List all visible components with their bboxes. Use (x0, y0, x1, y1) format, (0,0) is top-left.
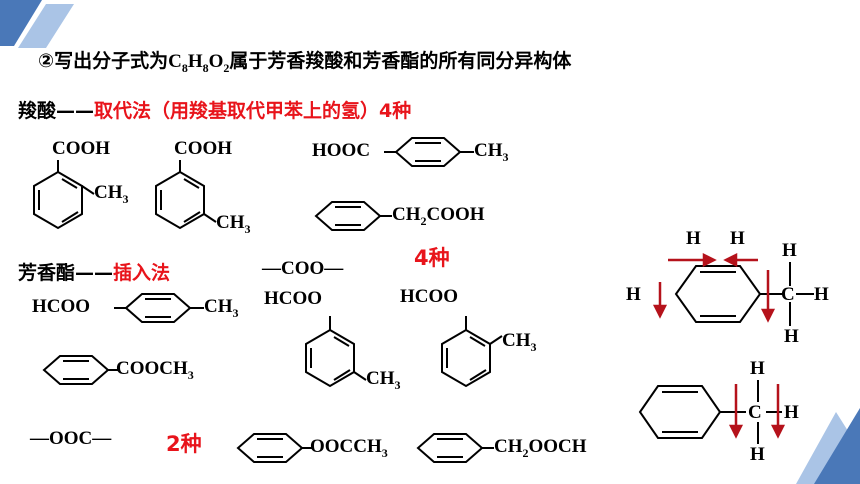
ester6-ch2ooch: CH2OOCH (494, 436, 587, 460)
acid2-ch3: CH3 (216, 212, 251, 236)
ester1-hcoo: HCOO (32, 296, 91, 317)
deco-bottom-right-dark (814, 408, 860, 484)
ring-ester-phenyl-acetate (236, 433, 312, 463)
ring-acid-meta (155, 160, 217, 230)
toluene-h-meta-left: H (686, 228, 701, 249)
arrow-methyl-down-right (770, 384, 786, 439)
arrow-meta-left (668, 252, 717, 268)
ester3-ch3: CH3 (502, 330, 537, 354)
insert-group-ooc: —OOC— (30, 428, 112, 449)
acid3-ch3: CH3 (474, 140, 509, 164)
toluene-h-methyl-bottom: H (784, 326, 799, 347)
ester-section-heading: 芳香酯——插入法 (18, 262, 171, 284)
toluene-h-meta-right: H (730, 228, 745, 249)
toluene2-h-right: H (784, 402, 799, 423)
ring-acid-phenylacetic (314, 201, 392, 231)
acid1-ch3: CH3 (94, 182, 129, 206)
acid1-cooh: COOH (52, 138, 111, 159)
acid4-ch2cooh: CH2COOH (392, 204, 485, 228)
ring-toluene-top (674, 262, 814, 326)
question-heading: ②写出分子式为C8H8O2属于芳香羧酸和芳香酯的所有同分异构体 (38, 50, 572, 75)
ester5-ooccH3: OOCCH3 (310, 436, 388, 460)
ring-ester-meta (305, 316, 367, 388)
toluene-h-methyl-top: H (782, 240, 797, 261)
ring-ester-benzyl-formate (416, 433, 494, 463)
ring-acid-ortho (33, 160, 95, 230)
toluene2-c: C (748, 402, 762, 423)
deco-top-left-dark (0, 0, 42, 46)
arrow-meta-right (723, 252, 758, 268)
ring-ester-benzoate (42, 355, 118, 385)
acid2-cooh: COOH (174, 138, 233, 159)
acid3-hooc: HOOC (312, 140, 371, 161)
ester4-cooch3: COOCH3 (116, 358, 194, 382)
toluene-h-methyl-right: H (814, 284, 829, 305)
ester-count: 2种 (166, 432, 202, 456)
ring-acid-para (384, 137, 474, 167)
acid-count: 4种 (414, 246, 450, 270)
ring-toluene-bottom (638, 380, 782, 444)
toluene2-h-bottom: H (750, 444, 765, 465)
ring-ester-ortho (441, 316, 503, 388)
deco-top-left-light (18, 4, 74, 48)
toluene2-h-top: H (750, 358, 765, 379)
insert-group-coo: —COO— (262, 258, 344, 279)
ring-ester-para (114, 293, 204, 323)
ester1-ch3: CH3 (204, 296, 239, 320)
arrow-methyl-down-left (728, 384, 744, 439)
ester2-ch3: CH3 (366, 368, 401, 392)
arrow-para-down (760, 270, 776, 323)
toluene-c: C (781, 284, 795, 305)
arrow-ortho-down (652, 282, 668, 319)
ester3-hcoo: HCOO (400, 286, 459, 307)
toluene-h-ortho: H (626, 284, 641, 305)
ester2-hcoo: HCOO (264, 288, 323, 309)
acid-section-heading: 羧酸——取代法（用羧基取代甲苯上的氢）4种 (18, 100, 412, 122)
